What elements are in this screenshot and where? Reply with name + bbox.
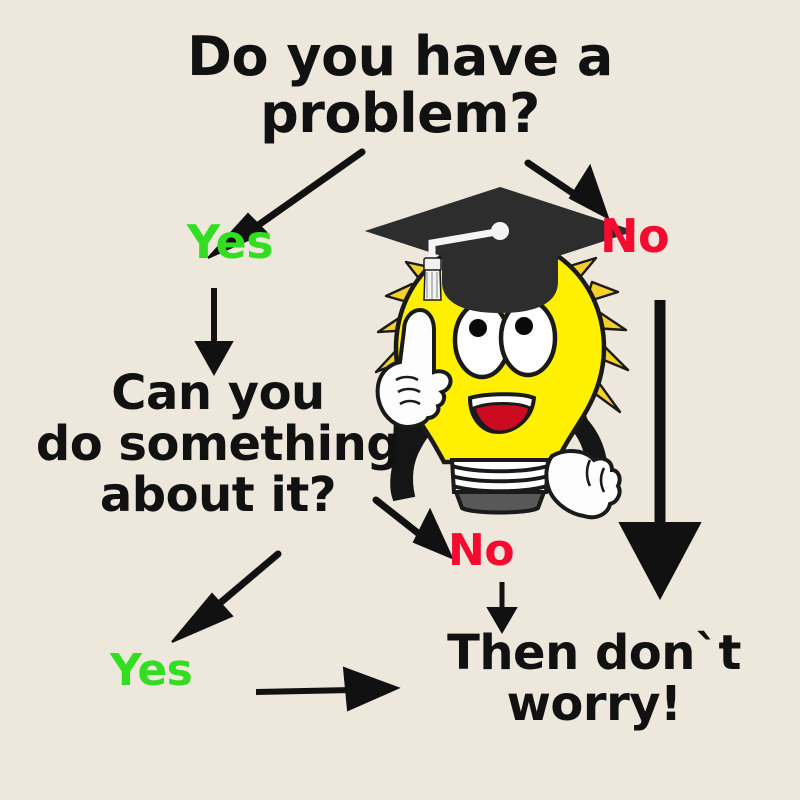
arrow-yes-to-question2 xyxy=(194,288,234,377)
cap-band xyxy=(442,239,558,314)
screw-base xyxy=(449,458,551,515)
eyes-icon xyxy=(452,298,558,380)
arrow-start-to-no xyxy=(524,159,610,221)
label-no-bottom: No xyxy=(448,525,515,576)
bulb-glass xyxy=(393,235,607,465)
mortarboard-cap-icon xyxy=(364,186,636,276)
mouth-icon xyxy=(467,392,537,435)
arrow-yes2-to-answer xyxy=(255,666,401,712)
hip-hand-icon xyxy=(544,449,622,520)
label-yes-top: Yes xyxy=(186,215,274,269)
tassel-icon xyxy=(423,222,509,301)
arrow-question2-to-yes xyxy=(171,550,282,643)
label-no-top: No xyxy=(600,209,670,263)
question-can-you-do-something: Can you do something about it? xyxy=(35,365,401,523)
label-yes-bottom: Yes xyxy=(110,645,193,696)
question-start: Do you have a problem? xyxy=(187,25,613,146)
arrow-no-to-answer xyxy=(618,300,702,601)
right-arm xyxy=(548,398,608,506)
answer-then-dont-worry: Then don`t worry! xyxy=(447,625,741,732)
